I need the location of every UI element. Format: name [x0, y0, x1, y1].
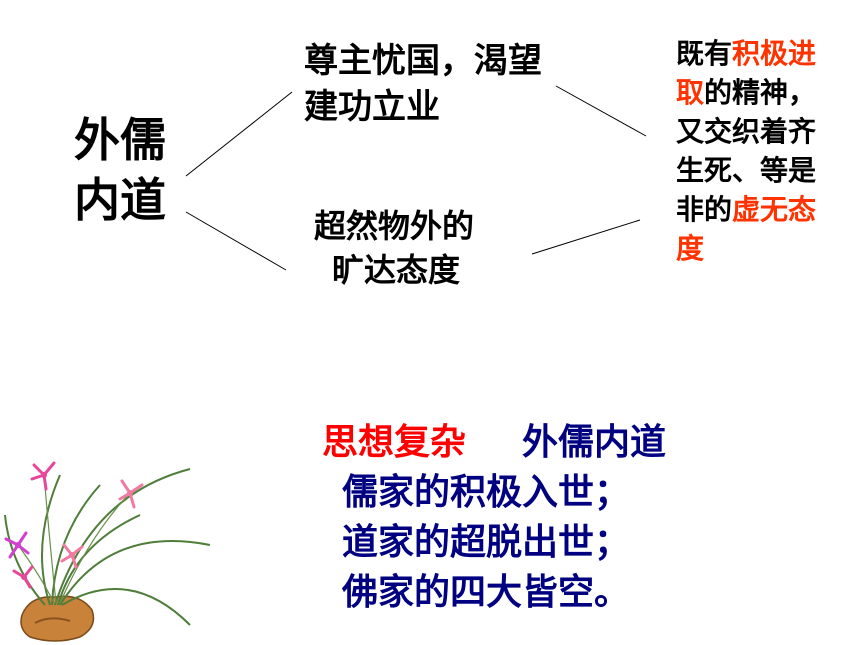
right-note-highlight-1: 积极: [732, 37, 789, 70]
summary-item: 道家的超脱出世；: [342, 522, 631, 563]
line-upper-to-right: [555, 85, 647, 137]
main-title-line1: 外儒: [74, 113, 166, 167]
upper-branch-line2: 建功立业: [304, 87, 440, 127]
right-note-highlight-3: 虚无态度: [676, 193, 817, 265]
summary-item: 儒家的积极入世；: [342, 472, 631, 513]
right-note: 既有积极进取的精神，又交织着齐生死、等是非的虚无态度: [676, 34, 818, 268]
orchid-illustration: [4, 461, 211, 642]
right-note-highlight-2: 进取: [676, 37, 817, 109]
flower-icon: [118, 479, 144, 509]
summary-topic: 外儒内道: [522, 422, 667, 463]
flower-icon: [12, 565, 34, 589]
right-note-text-1: 既有: [676, 37, 733, 70]
line-lower-to-right: [531, 219, 641, 255]
lower-branch-line1: 超然物外的: [314, 207, 475, 245]
flower-icon: [60, 543, 84, 569]
main-title: 外儒 内道: [74, 110, 166, 230]
lower-branch: 超然物外的 旷达态度: [314, 204, 474, 292]
leaves: [4, 468, 211, 626]
line-title-to-upper: [185, 91, 293, 177]
summary-block: 思想复杂 外儒内道 儒家的积极入世； 道家的超脱出世； 佛家的四大皆空。: [322, 418, 666, 618]
flower-icon: [30, 461, 56, 491]
upper-branch: 尊主忧国，渴望 建功立业: [304, 38, 542, 130]
summary-item: 佛家的四大皆空。: [342, 572, 631, 613]
lower-branch-line2: 旷达态度: [332, 251, 461, 289]
summary-heading: 思想复杂 外儒内道: [322, 418, 666, 468]
line-title-to-lower: [185, 211, 287, 271]
summary-label: 思想复杂: [322, 422, 467, 463]
right-note-text-2: 的精神，又交织着齐生死、等是非的: [676, 76, 817, 226]
flower-icon: [4, 531, 30, 559]
upper-branch-line1: 尊主忧国，渴望: [304, 41, 542, 81]
main-title-line2: 内道: [74, 173, 166, 227]
